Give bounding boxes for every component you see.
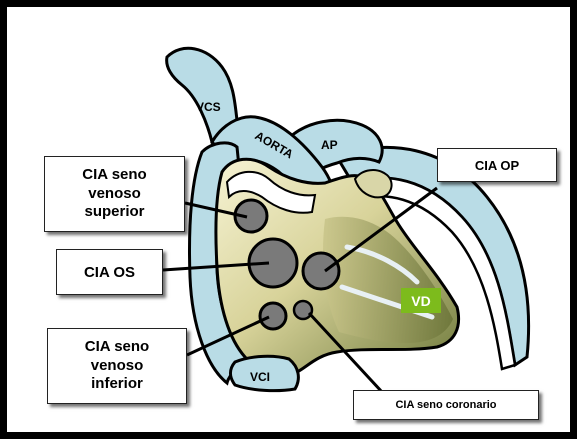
label-ap: AP: [321, 138, 338, 152]
label-vci: VCI: [250, 370, 270, 384]
diagram-frame: VCS AORTA AP VCI VD CIA seno venoso supe…: [6, 6, 571, 433]
defect-seno-coronario: [294, 301, 312, 319]
defect-op: [303, 253, 339, 289]
defect-seno-venoso-inferior: [260, 303, 286, 329]
callout-cia-op: CIA OP: [437, 148, 557, 182]
callout-cia-os: CIA OS: [56, 249, 163, 295]
label-vcs: VCS: [196, 100, 221, 114]
callout-cia-seno-coronario: CIA seno coronario: [353, 390, 539, 420]
label-vd: VD: [401, 288, 441, 313]
callout-cia-seno-venoso-inferior: CIA seno venoso inferior: [47, 328, 187, 404]
callout-cia-seno-venoso-superior: CIA seno venoso superior: [44, 156, 185, 232]
